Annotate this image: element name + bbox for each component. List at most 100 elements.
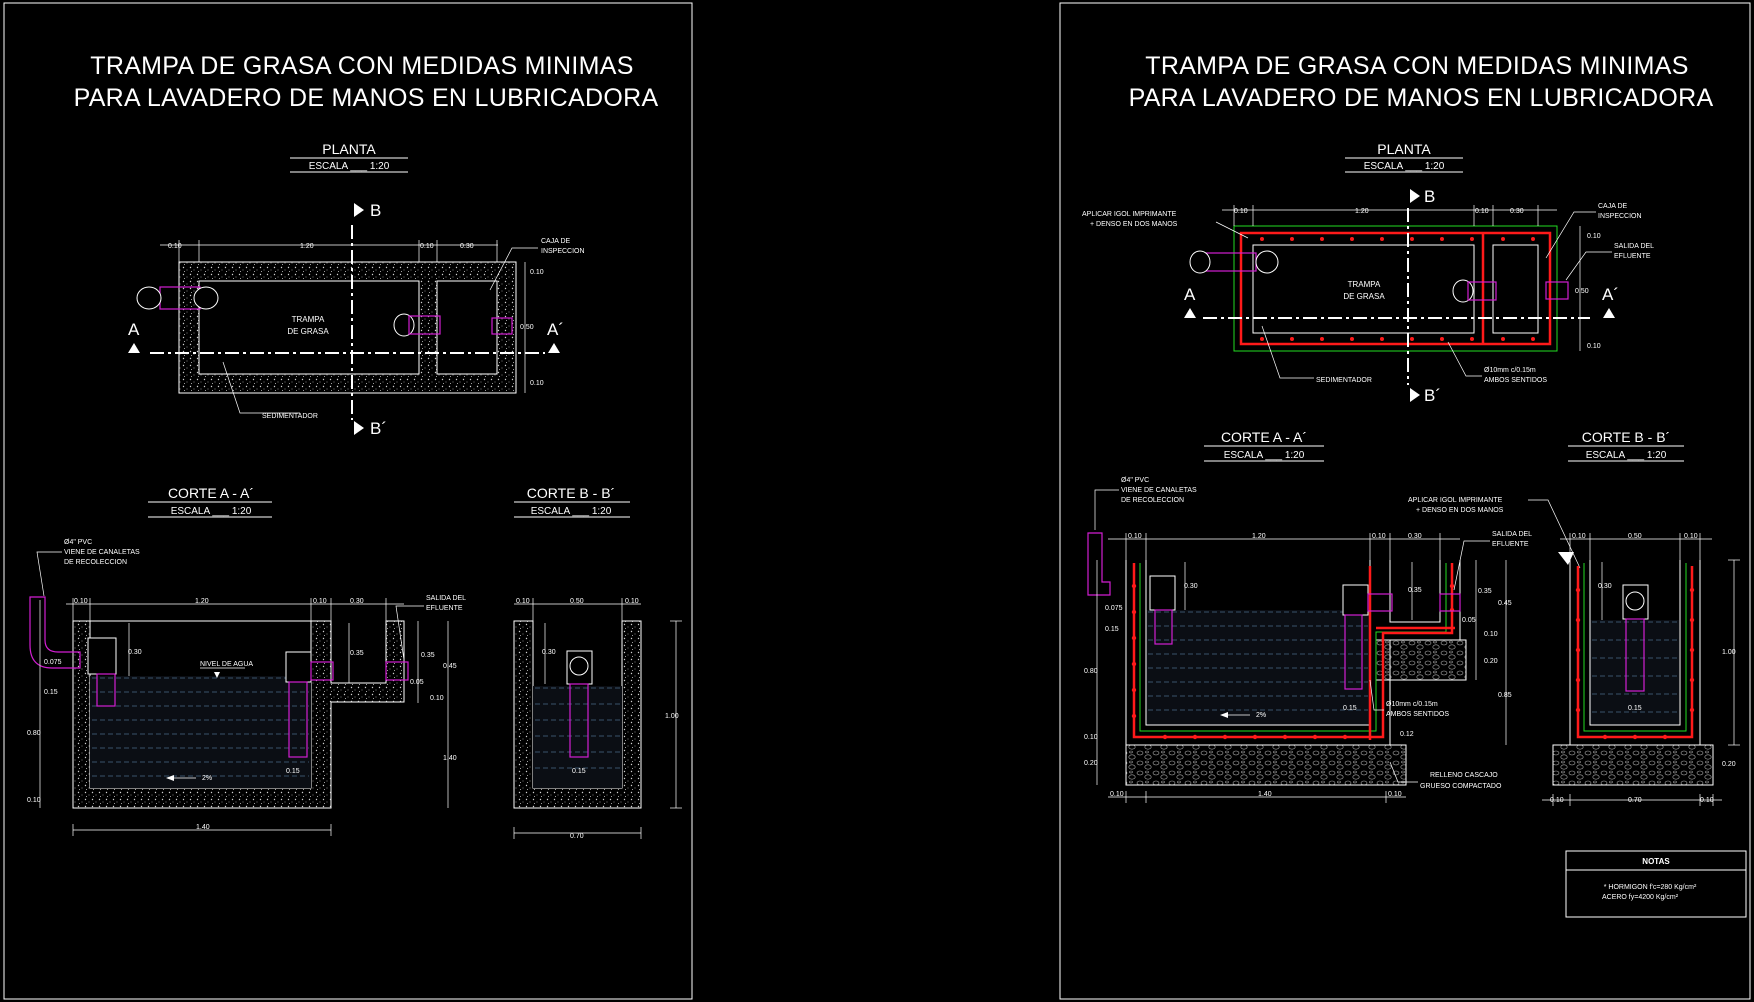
plan-label-salida-2: EFLUENTE: [1614, 253, 1651, 260]
plan-dim: 0.10: [420, 243, 434, 250]
section-a-dim: 0.12: [1400, 731, 1414, 738]
planta-heading: PLANTA: [322, 141, 376, 157]
section-a-dim: 0.30: [350, 598, 364, 605]
plan-label-trampa-1: TRAMPA: [292, 315, 325, 324]
section-a-label-salida-2: EFLUENTE: [426, 605, 463, 612]
planta-scale: ESCALA ___ 1:20: [309, 161, 390, 172]
plan-rebar-dots: [1260, 237, 1535, 341]
section-a-label-pvc-2: VIENE DE CANALETAS: [1121, 487, 1197, 494]
section-b-dim: 0.30: [1598, 583, 1612, 590]
section-a-dim: 0.15: [1105, 626, 1119, 633]
plan-label-caja-1: CAJA DE: [541, 238, 571, 245]
section-a-label-slope: 2%: [202, 775, 212, 782]
section-a-tee-pipe-icon: [1342, 584, 1393, 690]
section-a-label-slope: 2%: [1256, 712, 1266, 719]
section-a-dim: 0.15: [44, 689, 58, 696]
section-b-rebar-dots: [1575, 587, 1695, 740]
section-a-dim: 0.20: [1484, 658, 1498, 665]
corte-a-scale: ESCALA ___ 1:20: [1224, 450, 1305, 461]
plan-label-igol-2: + DENSO EN DOS MANOS: [1090, 221, 1178, 228]
notes-line-1: * HORMIGON f'c=280 Kg/cm²: [1604, 884, 1697, 891]
sheet-left: TRAMPA DE GRASA CON MEDIDAS MINIMAS PARA…: [3, 2, 693, 1000]
notes-line-2: ACERO fy=4200 Kg/cm²: [1602, 894, 1679, 901]
section-a-dim: 0.20: [1084, 760, 1098, 767]
section-mark-b: B: [1424, 187, 1435, 206]
section-b-dim: 0.15: [1628, 705, 1642, 712]
section-a-tee-pipe-icon: [285, 651, 334, 758]
plan-label-caja-1: CAJA DE: [1598, 203, 1628, 210]
section-a-dim: 0.10: [1388, 791, 1402, 798]
plan-dim: 0.10: [1587, 343, 1601, 350]
plan-tee-icon: [1452, 279, 1497, 303]
plan-dim: 0.10: [530, 380, 544, 387]
section-a-rebar: [1132, 563, 1455, 740]
plan-dimensions: 0.10 1.20 0.10 0.30 0.10 0.50 0.10: [160, 240, 544, 393]
section-a-dim: 1.20: [195, 598, 209, 605]
section-a-dim: 1.40: [443, 755, 457, 762]
section-a-outlet-pipe-icon: [385, 661, 409, 681]
section-b-tee-icon: [566, 650, 593, 758]
sheet-title-line2: PARA LAVADERO DE MANOS EN LUBRICADORA: [74, 84, 659, 112]
plan-dim: 1.20: [1355, 208, 1369, 215]
plan-outlet-pipe-icon: [491, 317, 513, 335]
section-b-water: [1590, 620, 1679, 725]
section-a-arrow-icon: [1184, 308, 1196, 318]
planta-heading: PLANTA: [1377, 141, 1431, 157]
section-b-water: [533, 686, 622, 788]
section-a-dimensions: 0.10 1.20 0.10 0.30 0.30 0.35 0.35 0.45 …: [27, 598, 457, 836]
section-b-dim: 0.10: [1700, 797, 1714, 804]
section-a-label-pvc-1: Ø4" PVC: [1121, 477, 1149, 484]
section-a-inlet-pipe-icon: [29, 596, 117, 707]
plan-label-hierro-2: AMBOS SENTIDOS: [1484, 377, 1547, 384]
section-b-dim: 0.10: [625, 598, 639, 605]
section-a-rebar-dots: [1131, 583, 1455, 740]
corte-a-heading: CORTE A - A´: [1221, 429, 1307, 445]
section-a-label-pvc-3: DE RECOLECCION: [64, 559, 127, 566]
plan-box-inner: [1492, 244, 1539, 334]
sheet-right: TRAMPA DE GRASA CON MEDIDAS MINIMAS PARA…: [1059, 2, 1751, 1000]
section-mark-b2: B´: [1424, 386, 1441, 405]
section-a-dim-total: 1.40: [196, 824, 210, 831]
section-a-dim: 0.45: [443, 663, 457, 670]
plan-dim: 1.20: [300, 243, 314, 250]
section-a-dim: 0.10: [430, 695, 444, 702]
section-a-dim: 0.10: [74, 598, 88, 605]
section-a-dim: 0.10: [27, 797, 41, 804]
corte-a-heading: CORTE A - A´: [168, 485, 254, 501]
section-a-dim: 0.30: [1408, 533, 1422, 540]
section-a-label-pvc-1: Ø4" PVC: [64, 539, 92, 546]
plan-dim: 0.30: [1510, 208, 1524, 215]
sheet-title-line1: TRAMPA DE GRASA CON MEDIDAS MINIMAS: [1145, 52, 1688, 80]
planta-scale: ESCALA ___ 1:20: [1364, 161, 1445, 172]
section-b-waterproof: [1583, 563, 1687, 732]
section-mark-b: B: [370, 201, 381, 220]
section-b-tee-icon: [1622, 584, 1649, 692]
plan-label-trampa-2: DE GRASA: [287, 327, 329, 336]
section-b-dim: 0.70: [570, 833, 584, 840]
section-a-label-nivel: NIVEL DE AGUA: [200, 661, 253, 668]
corte-b-scale: ESCALA ___ 1:20: [1586, 450, 1667, 461]
corte-b-heading: CORTE B - B´: [527, 485, 615, 501]
plan-dim: 0.10: [530, 269, 544, 276]
plan-outer-wall: [1233, 225, 1558, 352]
section-a-dim: 1.20: [1252, 533, 1266, 540]
plan-label-caja-2: INSPECCION: [1598, 213, 1642, 220]
plan-dim: 0.50: [1575, 288, 1589, 295]
section-a-label-hierro-1: Ø10mm c/0.15m: [1386, 701, 1438, 708]
section-a-label-pvc-3: DE RECOLECCION: [1121, 497, 1184, 504]
section-b-gravel-fill: [1552, 744, 1714, 786]
section-a-dim: 0.30: [128, 649, 142, 656]
section-a-label-salida-2: EFLUENTE: [1492, 541, 1529, 548]
section-b2-arrow-icon: [354, 421, 364, 435]
section-a-label-salida-1: SALIDA DEL: [1492, 531, 1532, 538]
plan-tee-icon: [393, 313, 441, 337]
plan-dimensions: 0.10 1.20 0.10 0.30 0.10 0.50 0.10: [1222, 205, 1601, 351]
section-a-waterproof: [1139, 563, 1447, 732]
section-a-dim: 0.05: [410, 679, 424, 686]
section-a-dim: 0.10: [1128, 533, 1142, 540]
plan-rebar: [1239, 231, 1552, 346]
section-b-dimensions: 0.10 0.50 0.10 0.30 0.15 1.00 0.70: [513, 598, 682, 840]
plan-outlet-pipe-icon: [1545, 281, 1569, 300]
section-a-label-salida-1: SALIDA DEL: [426, 595, 466, 602]
